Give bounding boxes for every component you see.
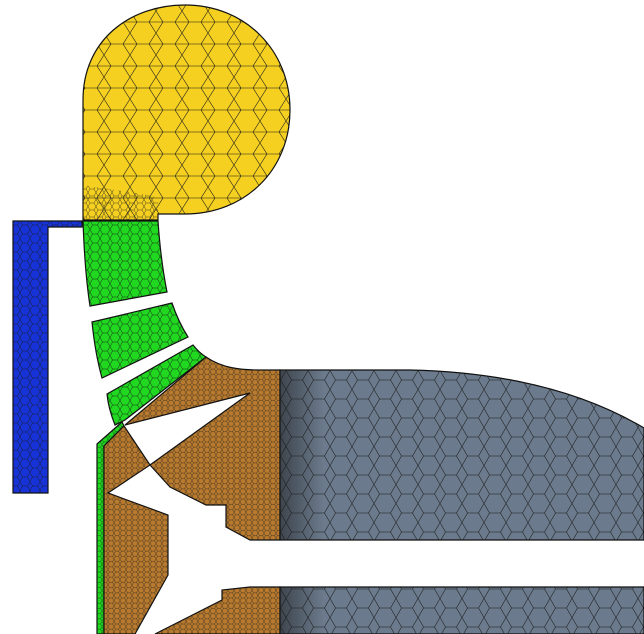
volute-region [82,4,291,221]
vane-passage-3-mesh [107,345,206,425]
volute-mesh [83,5,290,220]
rotor-region [103,356,281,634]
rotor-upper-mesh [125,357,280,540]
vane-passage-2-mesh [92,303,188,378]
exhaust-lower-grading [280,587,644,634]
exhaust-upper-grading [280,370,644,540]
rotor-lower-mesh [155,587,280,634]
rotor-hub-side-mesh [104,426,168,634]
vane-passage-1-mesh [83,221,167,306]
exhaust-region [279,369,644,634]
volute-throat-mesh [83,185,158,220]
inlet-duct-mesh [13,221,82,493]
inlet-duct-region [12,220,83,494]
